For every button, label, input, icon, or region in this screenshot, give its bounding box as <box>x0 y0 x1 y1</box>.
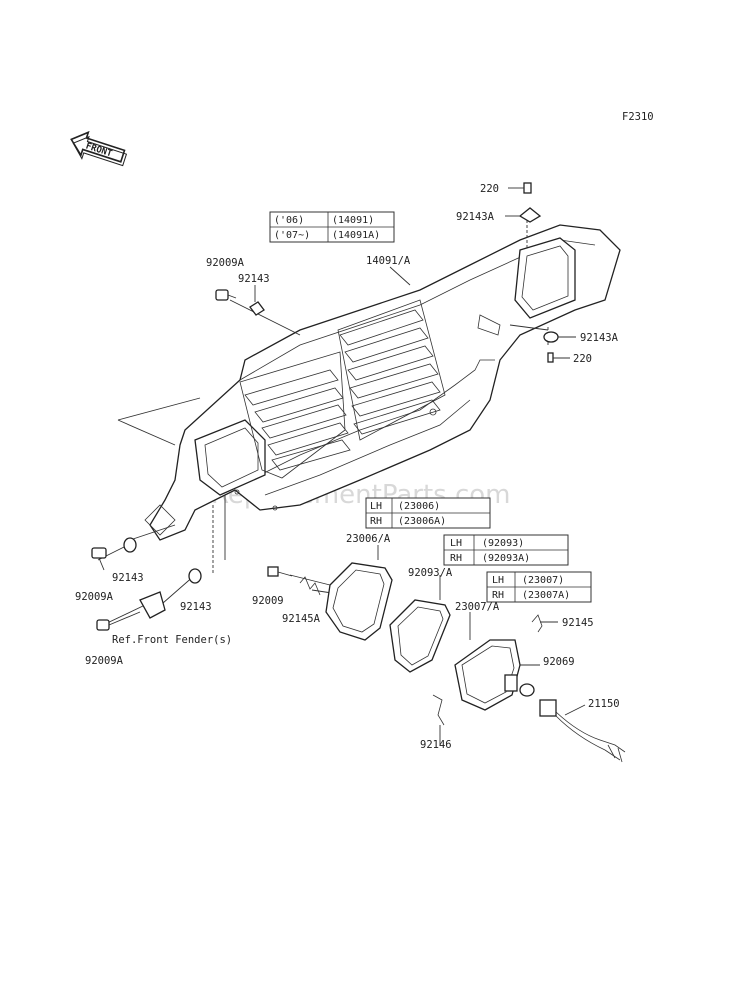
screw-220-right <box>547 352 570 363</box>
clip-92146 <box>432 694 445 726</box>
bulb-drawing <box>519 683 535 697</box>
label-92143-mid: 92143 <box>180 601 212 613</box>
bolt-92009 <box>267 566 293 577</box>
lamp-row2-part: (23007A) <box>522 590 570 601</box>
label-ref-front-fender: Ref.Front Fender(s) <box>112 634 232 646</box>
label-92143A-right: 92143A <box>580 332 619 344</box>
bezel-row2-side: RH <box>370 516 382 527</box>
leader-lines <box>97 215 586 745</box>
label-92009A-left: 92009A <box>75 591 114 603</box>
cover-row1-part: (14091) <box>332 215 374 226</box>
left-fasteners <box>91 537 202 631</box>
label-92143-left: 92143 <box>112 572 144 584</box>
fastener-220-top <box>508 182 532 194</box>
cover-variant-table: ('06) (14091) ('07~) (14091A) <box>269 211 395 243</box>
label-14091A: 14091/A <box>366 255 411 267</box>
cover-row1-year: ('06) <box>274 215 304 226</box>
gasket-variant-table: LH (92093) RH (92093A) <box>443 534 569 566</box>
label-92146: 92146 <box>420 739 452 751</box>
label-92009: 92009 <box>252 595 284 607</box>
label-92145A: 92145A <box>282 613 321 625</box>
front-arrow-icon: FRONT <box>70 130 128 167</box>
label-92143-top: 92143 <box>238 273 270 285</box>
label-21150: 21150 <box>588 698 620 710</box>
headlamp-drawing <box>454 639 521 711</box>
bezel-row1-part: (23006) <box>398 501 440 512</box>
grommet-92143-top <box>249 285 265 316</box>
lamp-row2-side: RH <box>492 590 504 601</box>
bezel-row2-part: (23006A) <box>398 516 446 527</box>
socket-harness-drawing <box>539 699 626 763</box>
gasket-row2-side: RH <box>450 553 462 564</box>
bezel-row1-side: LH <box>370 501 382 512</box>
figure-code: F2310 <box>622 111 654 123</box>
bolt-92009A-top <box>215 289 237 301</box>
spring-nut-92145A <box>299 576 321 596</box>
label-23006A: 23006/A <box>346 533 391 545</box>
label-92009A-top: 92009A <box>206 257 245 269</box>
label-92143A-top: 92143A <box>456 211 495 223</box>
gasket-drawing <box>389 599 451 673</box>
label-92009A-bottom: 92009A <box>85 655 124 667</box>
label-92069: 92069 <box>543 656 575 668</box>
headlight-cover-drawing <box>144 224 621 541</box>
label-220-top: 220 <box>480 183 499 195</box>
label-92145-right: 92145 <box>562 617 594 629</box>
cover-row2-part: (14091A) <box>332 230 380 241</box>
cover-row2-year: ('07~) <box>274 230 310 241</box>
gasket-row1-side: LH <box>450 538 462 549</box>
clip-92145-right <box>531 614 543 633</box>
bezel-variant-table: LH (23006) RH (23006A) <box>365 497 491 529</box>
label-220-right: 220 <box>573 353 592 365</box>
gasket-row2-part: (92093A) <box>482 553 530 564</box>
lamp-variant-table: LH (23007) RH (23007A) <box>486 571 592 603</box>
gasket-row1-part: (92093) <box>482 538 524 549</box>
grommet-92143A-right <box>543 331 576 343</box>
grommet-92143A-top <box>505 207 542 223</box>
label-23007A: 23007/A <box>455 601 500 613</box>
lamp-row1-part: (23007) <box>522 575 564 586</box>
label-92093A: 92093/A <box>408 567 453 579</box>
lamp-row1-side: LH <box>492 575 504 586</box>
bezel-drawing <box>325 562 393 641</box>
